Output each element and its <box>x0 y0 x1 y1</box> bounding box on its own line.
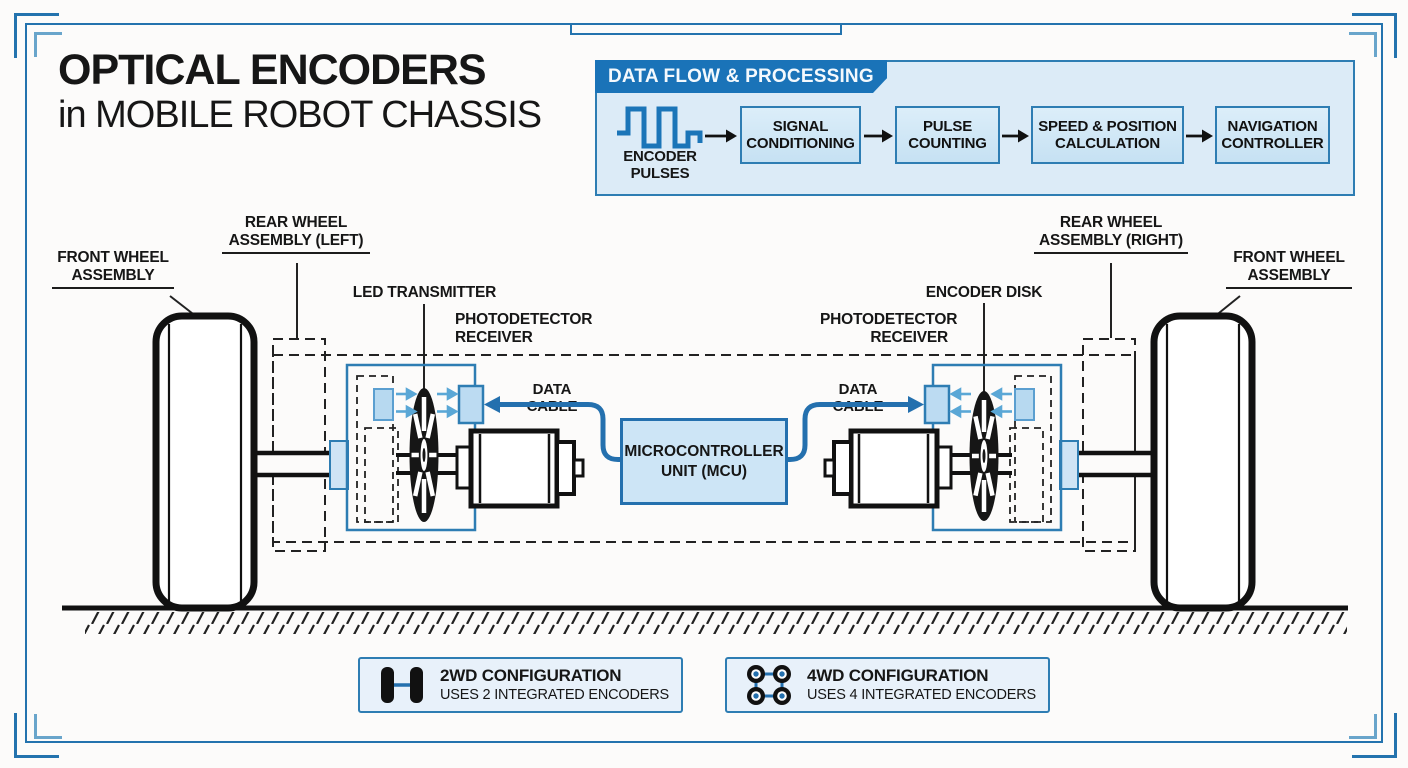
corner-bracket-top-right-outer <box>1352 13 1397 58</box>
corner-bracket-bottom-left-outer <box>14 713 59 758</box>
left-encoder-disk <box>409 388 439 522</box>
left-data-cable <box>484 396 622 462</box>
flow-step-signal-conditioning: SIGNAL CONDITIONING <box>740 106 861 164</box>
left-motor <box>455 428 585 509</box>
corner-bracket-top-right-inner <box>1349 32 1377 57</box>
right-data-cable <box>786 396 924 462</box>
left-light-beams <box>396 387 459 419</box>
left-front-wheel <box>152 312 258 612</box>
legend-4wd: 4WD CONFIGURATION USES 4 INTEGRATED ENCO… <box>725 657 1050 713</box>
right-photodetector <box>923 384 951 425</box>
led-transmitter-label: LED TRANSMITTER <box>352 284 497 301</box>
chassis-outline-dashed <box>272 338 1136 552</box>
photodetector-left-label: PHOTODETECTOR RECEIVER <box>455 311 593 346</box>
encoder-disk-label: ENCODER DISK <box>925 284 1043 301</box>
dataflow-panel-header: DATA FLOW & PROCESSING <box>595 60 887 93</box>
legend-2wd-title: 2WD CONFIGURATION <box>440 666 622 686</box>
rear-wheel-right-label: REAR WHEEL ASSEMBLY (RIGHT) <box>1034 214 1188 254</box>
right-light-beams <box>949 387 1012 419</box>
left-encoder-housing <box>329 363 477 532</box>
front-wheel-right-label: FRONT WHEEL ASSEMBLY <box>1226 249 1352 289</box>
rear-wheel-left-label: REAR WHEEL ASSEMBLY (LEFT) <box>222 214 370 254</box>
four-wheel-axles-icon <box>747 665 791 705</box>
legend-2wd-text: 2WD CONFIGURATION USES 2 INTEGRATED ENCO… <box>440 666 669 704</box>
right-axle <box>1076 450 1156 478</box>
frame-top-notch <box>570 25 842 35</box>
arrow-right-icon <box>1002 129 1029 143</box>
mcu-box: MICROCONTROLLER UNIT (MCU) <box>620 418 788 505</box>
arrow-right-icon <box>705 129 737 143</box>
legend-2wd: 2WD CONFIGURATION USES 2 INTEGRATED ENCO… <box>358 657 683 713</box>
page-title: OPTICAL ENCODERS in MOBILE ROBOT CHASSIS <box>58 46 542 136</box>
flow-step-navigation-controller: NAVIGATION CONTROLLER <box>1215 106 1330 164</box>
title-line-2: in MOBILE ROBOT CHASSIS <box>58 93 542 136</box>
corner-bracket-bottom-left-inner <box>34 714 62 739</box>
left-axle <box>253 450 332 478</box>
arrow-right-icon <box>1186 129 1213 143</box>
encoder-pulses-label: ENCODER PULSES <box>623 148 697 183</box>
ground <box>62 605 1348 634</box>
right-encoder-housing <box>931 363 1079 532</box>
corner-bracket-bottom-right-outer <box>1352 713 1397 758</box>
flow-step-pulse-counting: PULSE COUNTING <box>895 106 1000 164</box>
legend-2wd-subtitle: USES 2 INTEGRATED ENCODERS <box>440 686 669 703</box>
corner-bracket-bottom-right-inner <box>1349 714 1377 739</box>
corner-bracket-top-left-inner <box>34 32 62 57</box>
right-motor <box>823 428 953 509</box>
title-line-1: OPTICAL ENCODERS <box>58 46 487 94</box>
legend-4wd-subtitle: USES 4 INTEGRATED ENCODERS <box>807 686 1036 703</box>
corner-bracket-top-left-outer <box>14 13 59 58</box>
front-wheel-left-label: FRONT WHEEL ASSEMBLY <box>52 249 174 289</box>
legend-4wd-title: 4WD CONFIGURATION <box>807 666 989 686</box>
right-encoder-disk <box>969 391 999 521</box>
left-photodetector <box>457 384 485 425</box>
right-front-wheel <box>1150 312 1256 612</box>
flow-step-speed-position: SPEED & POSITION CALCULATION <box>1031 106 1184 164</box>
arrow-right-icon <box>864 129 893 143</box>
right-led-transmitter <box>1014 388 1035 421</box>
frame-border <box>25 23 1383 743</box>
photodetector-right-label: PHOTODETECTOR RECEIVER <box>820 311 958 346</box>
label-leader-lines <box>169 263 1241 392</box>
left-led-transmitter <box>373 388 394 421</box>
square-wave-icon <box>617 106 703 149</box>
legend-4wd-text: 4WD CONFIGURATION USES 4 INTEGRATED ENCO… <box>807 666 1036 704</box>
two-wheel-axle-icon <box>381 667 423 703</box>
